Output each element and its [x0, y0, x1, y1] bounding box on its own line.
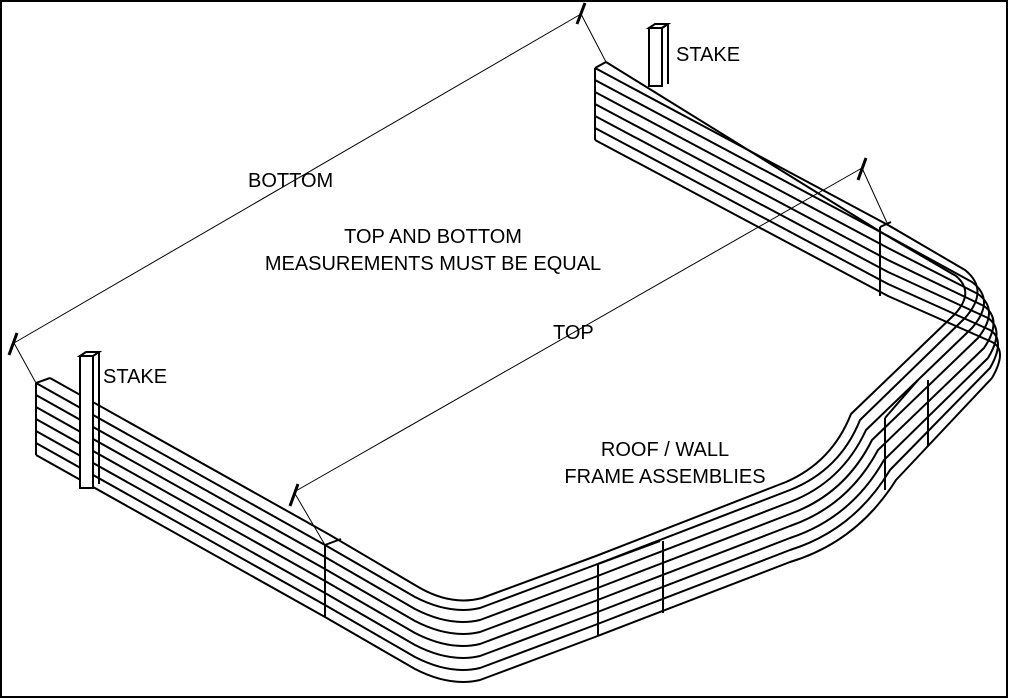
frame-assembly-ribs [35, 61, 1001, 683]
stake-left-label: STAKE [103, 366, 168, 388]
frame-top-inner-edge [49, 61, 967, 602]
stake-right [645, 23, 672, 87]
frame-rib-3 [35, 103, 995, 647]
measurement-note-line1: TOP AND BOTTOM [344, 226, 522, 248]
stake-left [76, 351, 103, 489]
frame-rib-5 [35, 127, 999, 671]
assemblies-label-line2: FRAME ASSEMBLIES [564, 466, 766, 488]
frame-rib-4 [35, 115, 998, 659]
bottom-dimension-label: BOTTOM [248, 170, 334, 192]
top-dimension-label: TOP [553, 322, 594, 344]
assemblies-label-line1: ROOF / WALL [600, 439, 730, 461]
stake-right-label: STAKE [676, 44, 741, 66]
frame-rib-2 [35, 91, 990, 635]
dimension-bottom [7, 2, 607, 384]
frame-top-outer-edge [35, 67, 979, 611]
measurement-note-line2: MEASUREMENTS MUST BE EQUAL [264, 253, 602, 275]
dimension-top [288, 157, 889, 546]
frame-rib-1 [35, 79, 985, 623]
frame-bottom-edge [35, 139, 1001, 683]
